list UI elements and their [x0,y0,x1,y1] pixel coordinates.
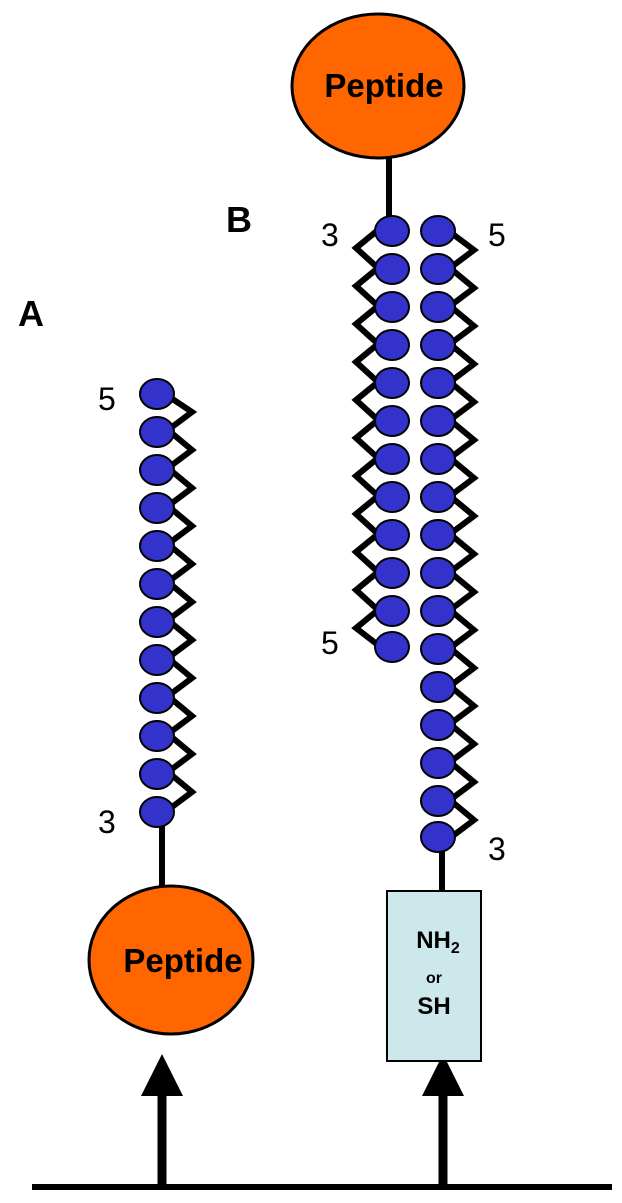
panel-b-right-end-top: 5 [488,217,506,253]
strand-bead [374,329,410,361]
strand-bead [420,405,456,437]
strand-bead [374,215,410,247]
panel-b-label: B [226,199,252,240]
strand-bead [139,682,175,714]
strand-bead [139,454,175,486]
strand-bead [420,557,456,589]
strand-bead [374,253,410,285]
panel-a-beads [139,378,175,828]
panel-b-right-end-bottom: 3 [488,831,506,867]
strand-bead [420,595,456,627]
linker-box-line1: NH2 [416,927,460,957]
strand-bead [374,443,410,475]
strand-bead [374,595,410,627]
strand-bead [374,291,410,323]
strand-bead [139,758,175,790]
panel-a: Peptide 5 3 [87,378,255,1187]
panel-a-label: A [18,293,44,334]
panel-b: Peptide NH2 or SH [290,12,506,1187]
strand-bead [420,633,456,665]
panel-b-left-strand-backbone [351,227,383,648]
panel-b-left-end-bottom: 5 [321,625,339,661]
strand-bead [139,644,175,676]
strand-bead [420,519,456,551]
panel-a-end-bottom: 3 [98,804,116,840]
panel-b-arrow-head [422,1054,464,1096]
strand-bead [420,329,456,361]
strand-bead [374,631,410,663]
strand-bead [420,481,456,513]
strand-bead [139,720,175,752]
panel-b-left-end-top: 3 [321,217,339,253]
strand-bead [420,367,456,399]
strand-bead [374,367,410,399]
strand-bead [139,568,175,600]
strand-bead [420,709,456,741]
strand-bead [374,481,410,513]
panel-a-peptide-label: Peptide [123,942,242,979]
linker-box [386,890,482,1062]
strand-bead [139,492,175,524]
panel-b-peptide-label: Peptide [324,67,443,104]
panel-b-right-beads [420,215,456,853]
strand-bead [420,291,456,323]
strand-bead [374,405,410,437]
strand-bead [139,416,175,448]
panel-b-peptide [290,12,466,160]
panel-a-end-top: 5 [98,381,116,417]
strand-bead [420,443,456,475]
panel-a-peptide [87,884,255,1036]
strand-bead [139,530,175,562]
strand-bead [420,747,456,779]
strand-bead [139,606,175,638]
strand-bead [420,671,456,703]
linker-box-line2: or [426,970,442,987]
strand-bead [139,796,175,828]
linker-box-line3: SH [417,993,450,1020]
strand-bead [374,557,410,589]
panel-b-left-beads [374,215,410,663]
strand-bead [420,253,456,285]
strand-bead [139,378,175,410]
panel-a-arrow-head [141,1054,183,1096]
strand-bead [374,519,410,551]
panel-a-strand-backbone [163,393,198,813]
strand-bead [420,821,456,853]
strand-bead [420,215,456,247]
strand-bead [420,785,456,817]
